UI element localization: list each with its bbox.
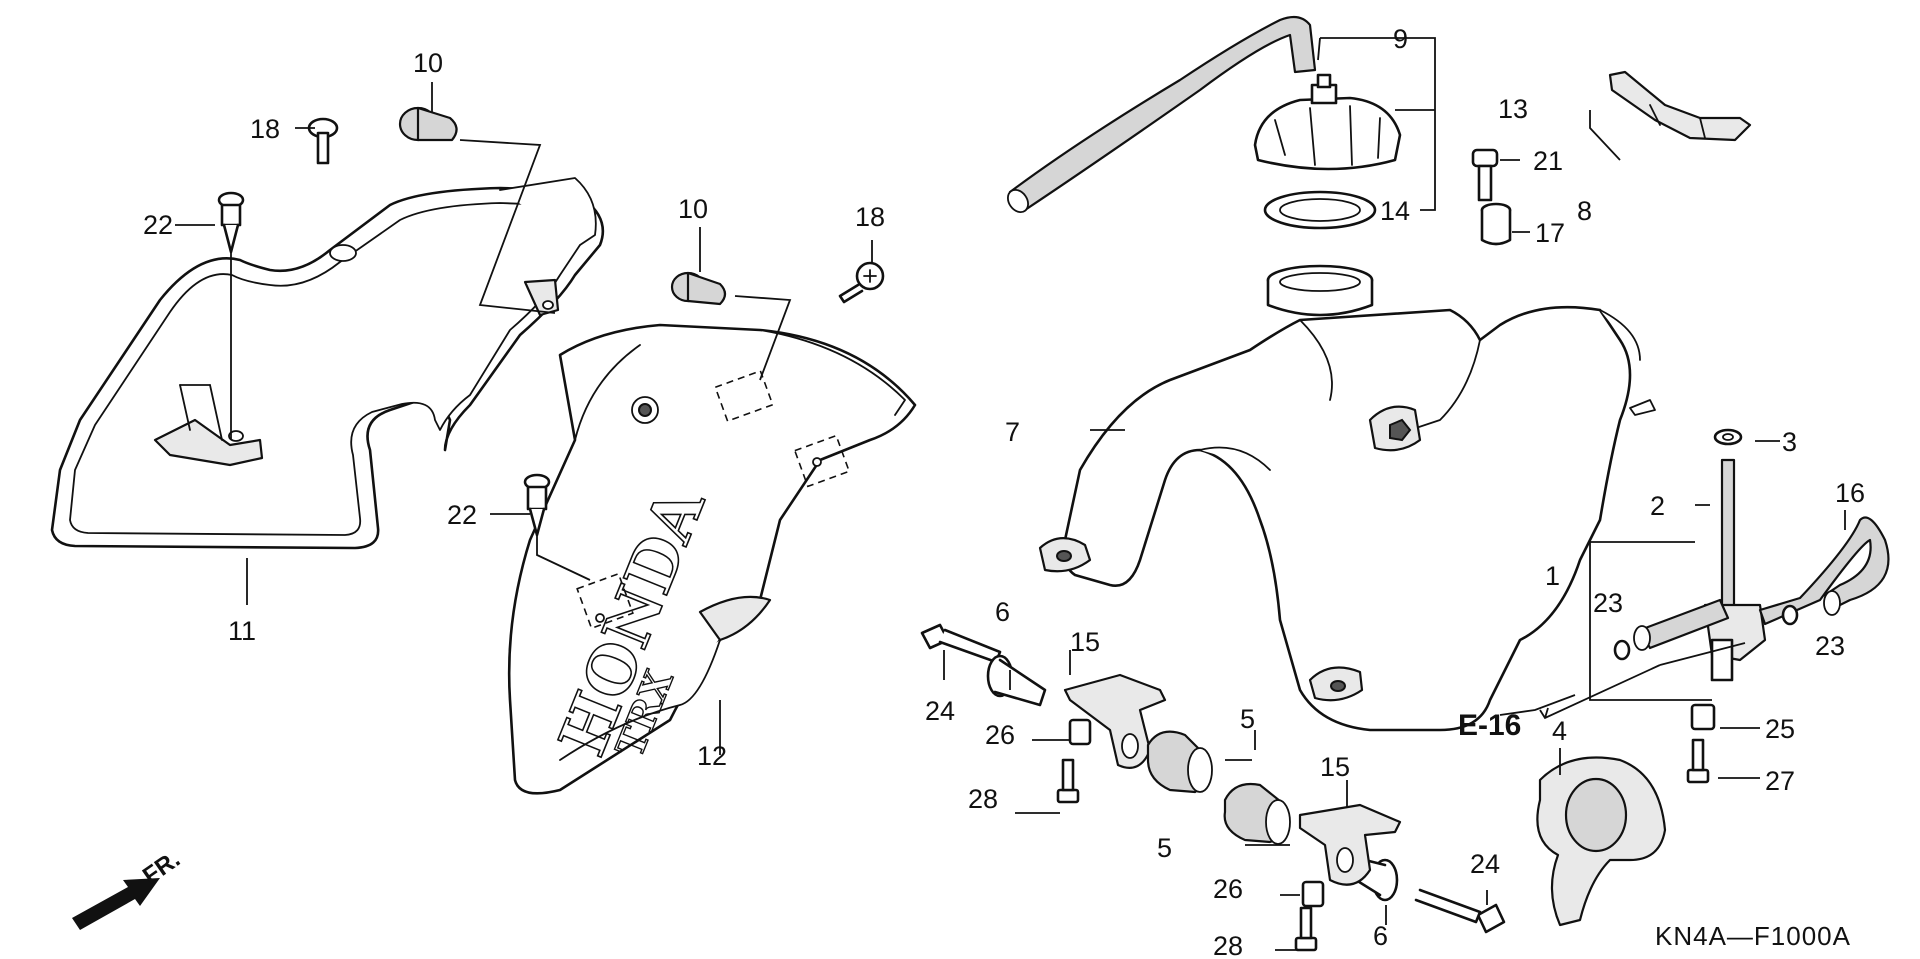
front-direction-arrow-icon: FR. (72, 846, 185, 930)
callout-6a: 6 (995, 597, 1010, 627)
part-18-screw-center (838, 261, 885, 304)
part-6-collar-left (986, 654, 1047, 707)
part-10-grommet-left (398, 106, 458, 142)
part-23-clip-right (1781, 604, 1799, 626)
part-4-protector (1536, 756, 1667, 927)
callout-9: 9 (1393, 24, 1408, 54)
callout-17: 17 (1535, 218, 1565, 248)
callout-18b: 18 (855, 202, 885, 232)
callout-10a: 10 (413, 48, 443, 78)
part-16-fuel-hose (1758, 516, 1890, 626)
callout-23a: 23 (1593, 588, 1623, 618)
part-27-bolt (1686, 738, 1710, 784)
part-17-collar (1480, 202, 1512, 246)
part-9-breather-hose (1007, 15, 1317, 214)
callout-11: 11 (228, 616, 256, 646)
callout-6b: 6 (1373, 921, 1388, 951)
part-26-nut-right (1301, 880, 1325, 908)
callout-27: 27 (1765, 766, 1795, 796)
callout-21: 21 (1533, 146, 1563, 176)
callout-26b: 26 (1213, 874, 1243, 904)
leader-lines (175, 37, 1846, 951)
callout-26a: 26 (985, 720, 1015, 750)
part-25-nut (1690, 703, 1716, 731)
callout-2: 2 (1650, 491, 1665, 521)
part-14-cap-gasket (1263, 190, 1377, 230)
callout-25: 25 (1765, 714, 1795, 744)
callout-5b: 5 (1240, 704, 1255, 734)
part-7-fuel-tank (1038, 264, 1656, 732)
part-15-bracket-left (1063, 673, 1167, 769)
part-12-right-shroud: HONDA TRX (507, 323, 917, 795)
callout-12: 12 (697, 741, 727, 771)
callout-13: 13 (1498, 94, 1528, 124)
callout-14: 14 (1380, 196, 1410, 226)
callout-23b: 23 (1815, 631, 1845, 661)
callout-10b: 10 (678, 194, 708, 224)
part-24-bolt-left (920, 623, 1002, 664)
part-15-bracket-right (1298, 803, 1402, 886)
part-28-bolt-right (1294, 906, 1318, 952)
part-23-clip-left (1613, 639, 1631, 661)
part-10-grommet-center (670, 271, 727, 306)
reference-e16: E-16 (1458, 709, 1521, 742)
part-11-left-shroud (50, 177, 605, 550)
callout-labels: 9 13 14 8 21 17 3 2 16 1 23 23 25 27 4 7… (143, 24, 1865, 959)
callout-15a: 15 (1070, 627, 1100, 657)
callout-1: 1 (1545, 561, 1560, 591)
callout-16: 16 (1835, 478, 1865, 508)
drawing-code: KN4A—F1000A (1655, 921, 1851, 951)
part-22-clip-upper (217, 191, 245, 254)
callout-3: 3 (1782, 427, 1797, 457)
part-5-cushion-right (1223, 782, 1291, 845)
part-1-fuel-valve (1633, 458, 1767, 682)
callout-15b: 15 (1320, 752, 1350, 782)
callout-28a: 28 (968, 784, 998, 814)
callout-7: 7 (1005, 417, 1020, 447)
part-3-washer (1713, 428, 1743, 446)
part-5-cushion-left (1146, 730, 1213, 794)
part-21-bolt (1471, 148, 1499, 202)
callout-28b: 28 (1213, 931, 1243, 959)
part-28-bolt-left (1056, 758, 1080, 804)
part-24-bolt-right (1414, 888, 1506, 934)
part-13-fuel-cap (1253, 73, 1402, 171)
callout-22b: 22 (447, 500, 477, 530)
callout-8: 8 (1577, 196, 1592, 226)
callout-24a: 24 (925, 696, 955, 726)
callout-4: 4 (1552, 716, 1567, 746)
callout-22a: 22 (143, 210, 173, 240)
callout-24b: 24 (1470, 849, 1500, 879)
part-18-screw-left (307, 117, 339, 165)
part-8-bracket (1608, 70, 1752, 142)
callout-18a: 18 (250, 114, 280, 144)
part-26-nut-left (1068, 718, 1092, 746)
callout-5a: 5 (1157, 833, 1172, 863)
